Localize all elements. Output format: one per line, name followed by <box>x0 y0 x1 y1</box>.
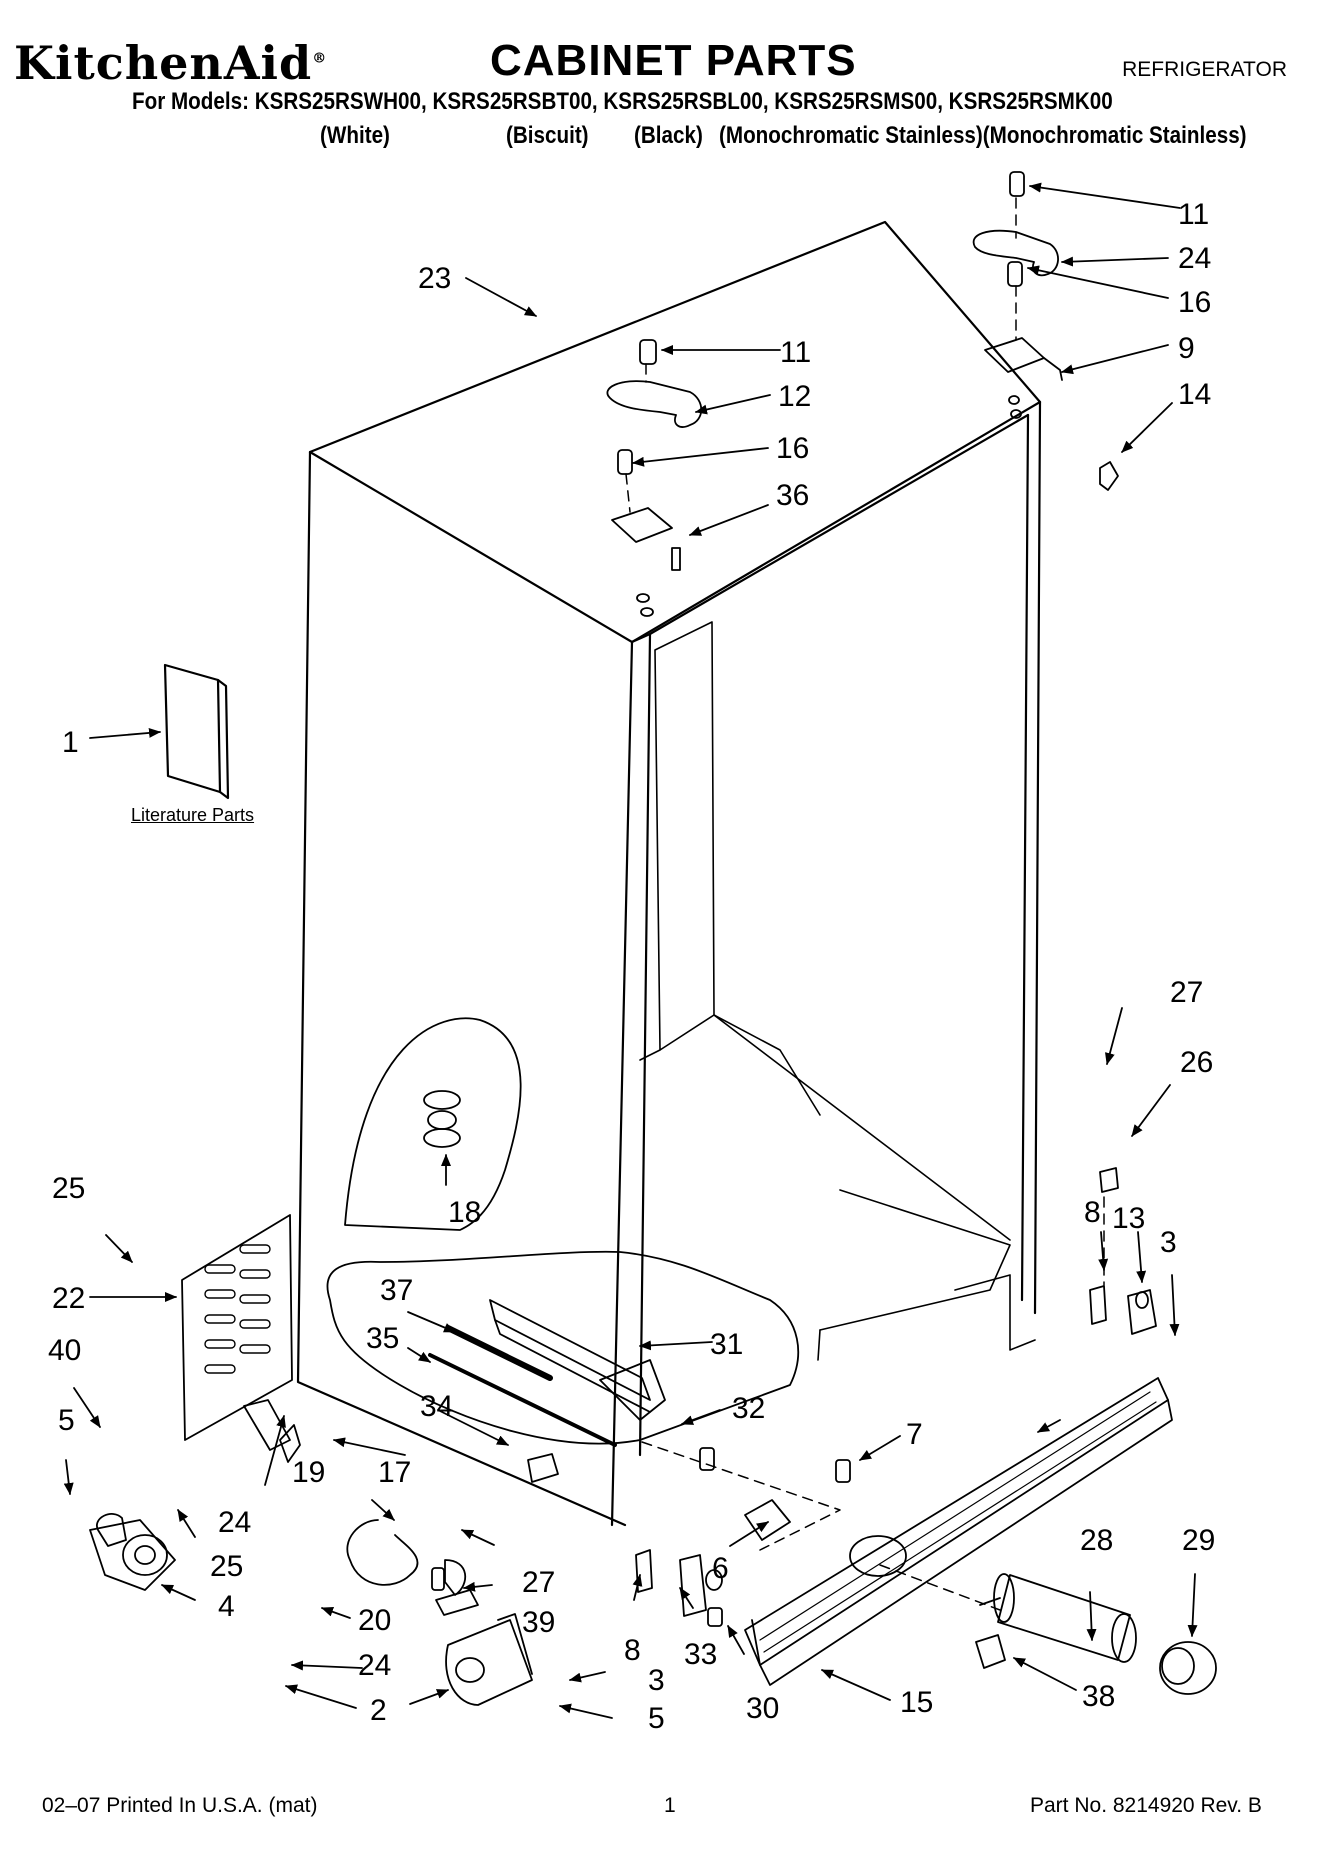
filter-cap-part-30 <box>1159 1641 1217 1695</box>
page-number: 1 <box>664 1794 676 1817</box>
callout-39: 39 <box>522 1606 555 1639</box>
category-label: REFRIGERATOR <box>1122 58 1287 81</box>
cabinet-body <box>296 220 1042 1527</box>
top-hinge-left <box>606 339 703 617</box>
callout-9: 9 <box>1178 332 1195 365</box>
models-line: For Models: KSRS25RSWH00, KSRS25RSBT00, … <box>132 88 1113 115</box>
literature-part-1 <box>163 663 230 800</box>
callout-24-left: 24 <box>218 1506 251 1539</box>
callout-26: 26 <box>1180 1046 1213 1079</box>
callout-11-top-right: 11 <box>1178 198 1209 231</box>
callout-20: 20 <box>358 1604 391 1637</box>
callout-5-left: 5 <box>58 1404 75 1437</box>
brand-logo: KitchenAid® <box>14 36 327 90</box>
literature-parts-label: Literature Parts <box>131 805 255 825</box>
callout-33: 33 <box>684 1638 717 1671</box>
assembly-dashed-lines <box>625 197 1105 1611</box>
grommet-part-18 <box>423 1090 461 1148</box>
callout-27-right: 27 <box>1170 976 1203 1009</box>
callout-8-right: 8 <box>1084 1196 1101 1229</box>
water-filter-part-29 <box>979 1573 1137 1663</box>
callout-37: 37 <box>380 1274 413 1307</box>
callout-25-bottom: 25 <box>210 1550 243 1583</box>
callout-5-bottom: 5 <box>648 1702 665 1735</box>
callout-18: 18 <box>448 1196 481 1229</box>
callout-34: 34 <box>420 1390 453 1423</box>
callout-32: 30 <box>746 1692 779 1725</box>
heater-assembly-part-28 <box>428 1299 666 1447</box>
color-stainless: (Monochromatic Stainless)(Monochromatic … <box>719 122 1247 149</box>
callout-2: 2 <box>370 1694 387 1727</box>
callout-35: 35 <box>366 1322 399 1355</box>
callout-36: 36 <box>776 479 809 512</box>
top-hinge-right <box>972 171 1119 491</box>
brand-name: KitchenAid <box>14 36 313 90</box>
callout-38: 38 <box>1082 1680 1115 1713</box>
callout-17: 17 <box>378 1456 411 1489</box>
callout-28: 31 <box>710 1328 743 1361</box>
cutaway-evaporator <box>326 1017 800 1445</box>
callout-27-bottom: 27 <box>522 1566 555 1599</box>
callout-12: 12 <box>778 380 811 413</box>
page-title: CABINET PARTS <box>490 36 857 85</box>
callout-11: 11 <box>780 336 811 369</box>
rear-grille-part-21 <box>181 1214 293 1441</box>
callout-numbers: 11 24 16 9 14 23 11 12 16 36 1 18 25 22 … <box>48 198 1215 1735</box>
callout-13: 13 <box>1112 1202 1145 1235</box>
callout-16-top-right: 16 <box>1178 286 1211 319</box>
callout-3-bottom: 3 <box>648 1664 665 1697</box>
callout-16: 16 <box>776 432 809 465</box>
callout-40: 40 <box>48 1334 81 1367</box>
callout-31: 32 <box>732 1392 765 1425</box>
callout-23: 24 <box>1178 242 1211 275</box>
callout-3-right: 3 <box>1160 1226 1177 1259</box>
brand-registered-mark: ® <box>312 50 328 67</box>
color-biscuit: (Biscuit) <box>506 122 589 149</box>
callout-24-bottom: 24 <box>358 1649 391 1682</box>
filter-adapter-part-38 <box>975 1634 1006 1669</box>
callout-25-left: 25 <box>52 1172 85 1205</box>
callout-4: 4 <box>218 1590 235 1623</box>
lower-small-parts <box>89 1167 1157 1706</box>
base-grille-part-15 <box>744 1377 1173 1686</box>
callout-30: 29 <box>1182 1524 1215 1557</box>
color-black: (Black) <box>634 122 703 149</box>
callout-21: 22 <box>52 1282 85 1315</box>
callout-8-bottom: 8 <box>624 1634 641 1667</box>
color-white: (White) <box>320 122 390 149</box>
print-info: 02–07 Printed In U.S.A. (mat) <box>42 1794 318 1817</box>
callout-14: 14 <box>1178 378 1211 411</box>
callout-19: 19 <box>292 1456 325 1489</box>
leader-arrows <box>63 182 1198 1719</box>
callout-22: 23 <box>418 262 451 295</box>
part-number: Part No. 8214920 Rev. B <box>1030 1794 1262 1817</box>
callout-7: 7 <box>906 1418 923 1451</box>
callout-15: 15 <box>900 1686 933 1719</box>
callout-6: 6 <box>712 1552 729 1585</box>
callout-1: 1 <box>62 726 79 759</box>
callout-29: 28 <box>1080 1524 1113 1557</box>
